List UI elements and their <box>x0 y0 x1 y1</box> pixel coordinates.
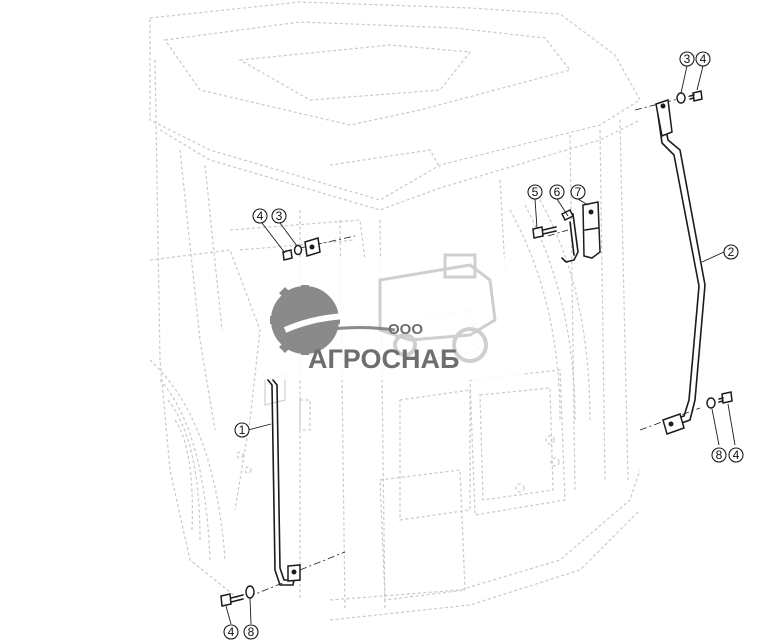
svg-text:4: 4 <box>228 625 235 639</box>
svg-text:4: 4 <box>700 52 707 66</box>
svg-text:3: 3 <box>276 209 283 223</box>
grab-handle-right <box>655 98 706 435</box>
combine-harvester-icon <box>378 253 497 363</box>
callout-5: 5 <box>527 184 543 200</box>
svg-text:2: 2 <box>728 245 735 259</box>
svg-text:8: 8 <box>716 448 723 462</box>
grab-handle-left <box>267 237 321 586</box>
bolt-4-right <box>721 391 733 404</box>
fasteners <box>220 90 733 607</box>
callout-8-bottom: 8 <box>243 624 259 640</box>
callouts: 3 4 4 3 5 6 7 2 1 8 4 4 <box>223 51 744 640</box>
bolt-5 <box>532 226 544 239</box>
bolt-4-top <box>692 90 703 102</box>
callout-4-left: 4 <box>252 208 268 224</box>
bracket-7 <box>582 201 601 259</box>
washer-3-top <box>676 92 686 104</box>
svg-text:5: 5 <box>532 185 539 199</box>
watermark-logo: ООО АГРОСНАБ <box>262 253 522 380</box>
svg-text:1: 1 <box>239 423 246 437</box>
callout-3-top: 3 <box>679 51 695 67</box>
washer-3-left <box>293 244 303 256</box>
svg-text:8: 8 <box>248 625 255 639</box>
svg-text:6: 6 <box>554 185 561 199</box>
callout-2: 2 <box>723 244 739 260</box>
callout-8-right: 8 <box>711 447 727 463</box>
callout-4-right: 4 <box>728 447 744 463</box>
bolt-4-bottom <box>220 593 232 607</box>
leader-lines <box>225 65 736 625</box>
watermark-prefix: ООО <box>388 321 423 338</box>
svg-text:4: 4 <box>733 448 740 462</box>
svg-text:7: 7 <box>575 185 582 199</box>
callout-4-top: 4 <box>695 51 711 67</box>
callout-3-left: 3 <box>271 208 287 224</box>
callout-6: 6 <box>549 184 565 200</box>
watermark-brand: АГРОСНАБ <box>308 344 459 374</box>
bolt-4-left <box>282 249 293 261</box>
bracket-6 <box>560 208 579 263</box>
washer-8-right <box>706 397 716 409</box>
svg-text:4: 4 <box>257 209 264 223</box>
washer-8-bottom <box>245 585 255 599</box>
svg-text:3: 3 <box>684 52 691 66</box>
callout-7: 7 <box>570 184 586 200</box>
gear-icon <box>270 285 396 355</box>
callout-4-bottom: 4 <box>223 624 239 640</box>
callout-1: 1 <box>234 422 250 438</box>
